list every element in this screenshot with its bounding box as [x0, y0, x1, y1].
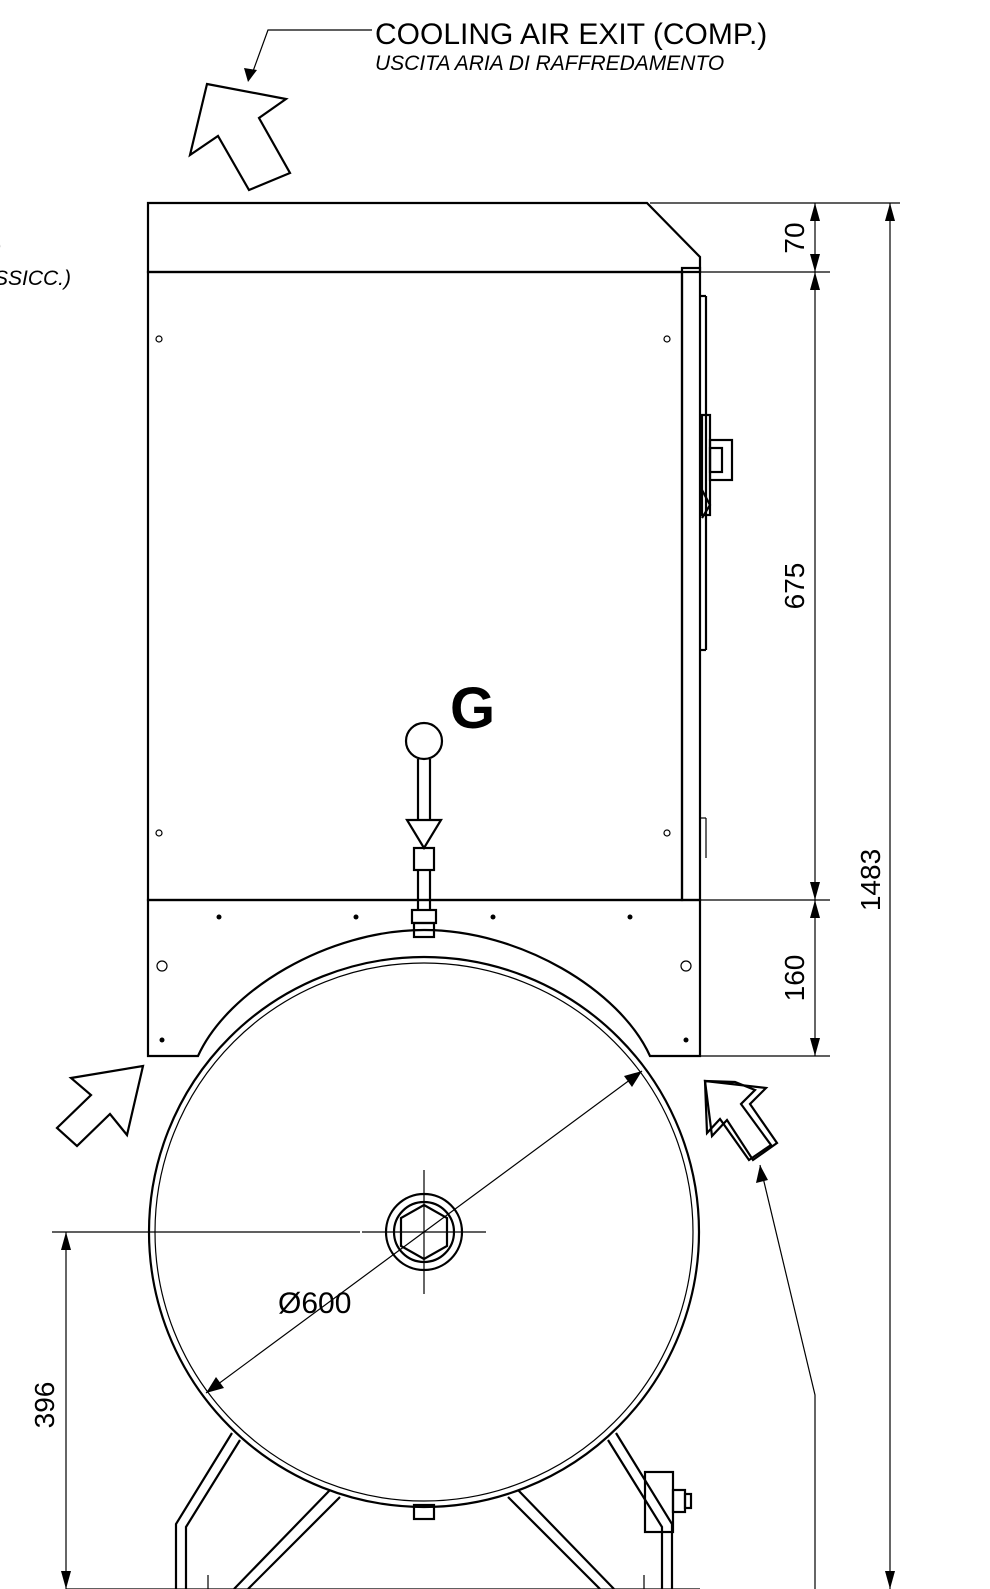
cooling-exit-label-it: USCITA ARIA DI RAFFREDAMENTO	[375, 52, 724, 75]
tank-legs	[174, 1432, 693, 1589]
top-cover	[146, 201, 702, 274]
side-door-panel	[680, 266, 702, 902]
left-partial-label-it: SSICC.)	[0, 267, 71, 290]
exit-airflow-arrow	[188, 82, 292, 192]
cooling-exit-leader-line	[251, 29, 372, 75]
left-partial-label: )	[0, 228, 2, 261]
dim-base-frame: 160	[779, 955, 810, 1002]
tank-bottom-drain	[412, 1503, 436, 1521]
cooling-exit-label-en: COOLING AIR EXIT (COMP.)	[375, 18, 767, 51]
axis-height-dimension: 396	[29, 1232, 71, 1589]
right-dimension-chain: 70 675 160	[650, 202, 900, 1057]
dim-top-cover: 70	[779, 222, 810, 253]
tank-diameter-value: Ø600	[278, 1287, 351, 1320]
cooling-exit-leader-arrowhead	[244, 68, 257, 82]
overall-height-dimension: 1483	[855, 203, 895, 1589]
inlet-airflow-arrow-left	[55, 1064, 145, 1148]
dim-axis-height: 396	[29, 1382, 60, 1429]
tank-diameter-dimension: Ø600	[205, 1070, 643, 1394]
point-g-label: G	[450, 676, 495, 741]
door-handle	[700, 413, 734, 519]
cooling-air-exit-callout: COOLING AIR EXIT (COMP.) USCITA ARIA DI …	[244, 18, 767, 82]
dim-overall-height: 1483	[855, 849, 886, 911]
dim-cabinet: 675	[779, 563, 810, 610]
cabinet-screws	[155, 335, 671, 837]
point-g-marker: G	[404, 676, 495, 925]
right-inlet-leader	[759, 1164, 816, 1589]
base-frame	[146, 898, 702, 1058]
cabinet-body	[146, 270, 684, 902]
